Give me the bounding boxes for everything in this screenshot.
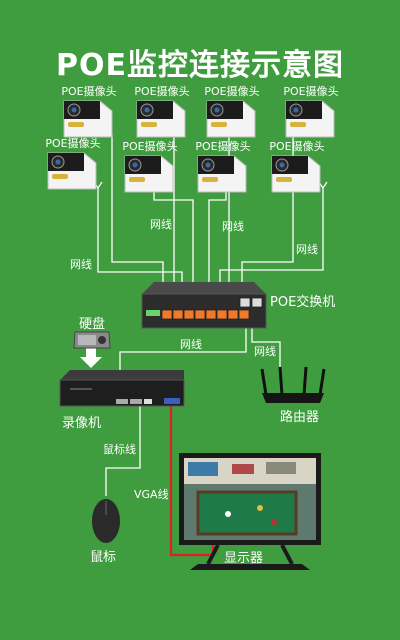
vga-cable xyxy=(169,402,215,557)
camera-5: POE摄像头 xyxy=(44,137,102,191)
camera-cable-6 xyxy=(153,188,194,312)
camera-label: POE摄像头 xyxy=(134,85,190,98)
camera-label: POE摄像头 xyxy=(283,85,339,98)
camera-icon xyxy=(197,155,247,193)
hdd-label: 硬盘 xyxy=(79,317,106,332)
mouse-cable-label: 鼠标线 xyxy=(103,443,136,456)
camera-2: POE摄像头 xyxy=(133,85,191,139)
camera-icon xyxy=(271,155,321,193)
camera-label: POE摄像头 xyxy=(204,85,260,98)
cable-label-5: 网线 xyxy=(180,338,202,351)
camera-6: POE摄像头 xyxy=(121,140,179,194)
router-label: 路由器 xyxy=(280,410,320,425)
cable-label-2: 网线 xyxy=(222,220,244,233)
hdd-arrow xyxy=(80,348,102,368)
switch-router-cable xyxy=(251,322,281,368)
camera-7: POE摄像头 xyxy=(194,140,252,194)
monitor-icon xyxy=(179,453,321,570)
camera-label: POE摄像头 xyxy=(122,140,178,153)
nvr-icon xyxy=(59,370,185,407)
mouse-label: 鼠标 xyxy=(90,550,117,565)
hard-drive xyxy=(72,330,112,354)
monitor-label: 显示器 xyxy=(224,551,264,566)
camera-icon xyxy=(206,100,256,138)
camera-label: POE摄像头 xyxy=(269,140,325,153)
vga-cable-label: VGA线 xyxy=(134,488,169,501)
camera-icon xyxy=(47,152,97,190)
nvr-label: 录像机 xyxy=(62,416,102,431)
camera-8: POE摄像头 xyxy=(268,140,326,194)
cable-label-6: 网线 xyxy=(254,345,276,358)
camera-3: POE摄像头 xyxy=(203,85,261,139)
camera-icon xyxy=(124,155,174,193)
camera-label: POE摄像头 xyxy=(61,85,117,98)
camera-label: POE摄像头 xyxy=(45,137,101,150)
hard-drive-icon xyxy=(73,331,111,349)
mouse xyxy=(90,497,122,549)
cable-label-4: 网线 xyxy=(296,243,318,256)
camera-1: POE摄像头 xyxy=(60,85,118,139)
router-icon xyxy=(260,366,326,403)
monitor xyxy=(178,452,322,576)
router xyxy=(258,365,328,409)
camera-icon xyxy=(285,100,335,138)
camera-label: POE摄像头 xyxy=(195,140,251,153)
mouse-cable xyxy=(105,402,141,496)
camera-cable-7 xyxy=(208,188,227,312)
switch-label: POE交换机 xyxy=(270,295,336,310)
camera-icon xyxy=(63,100,113,138)
mouse-icon xyxy=(92,499,120,543)
poe-switch xyxy=(140,280,268,336)
camera-icon xyxy=(136,100,186,138)
cable-label-1: 网线 xyxy=(150,218,172,231)
cable-label-3: 网线 xyxy=(70,258,92,271)
nvr xyxy=(58,368,188,414)
page-title: POE监控连接示意图 xyxy=(56,48,344,83)
switch-icon xyxy=(141,282,267,329)
camera-4: POE摄像头 xyxy=(282,85,340,139)
